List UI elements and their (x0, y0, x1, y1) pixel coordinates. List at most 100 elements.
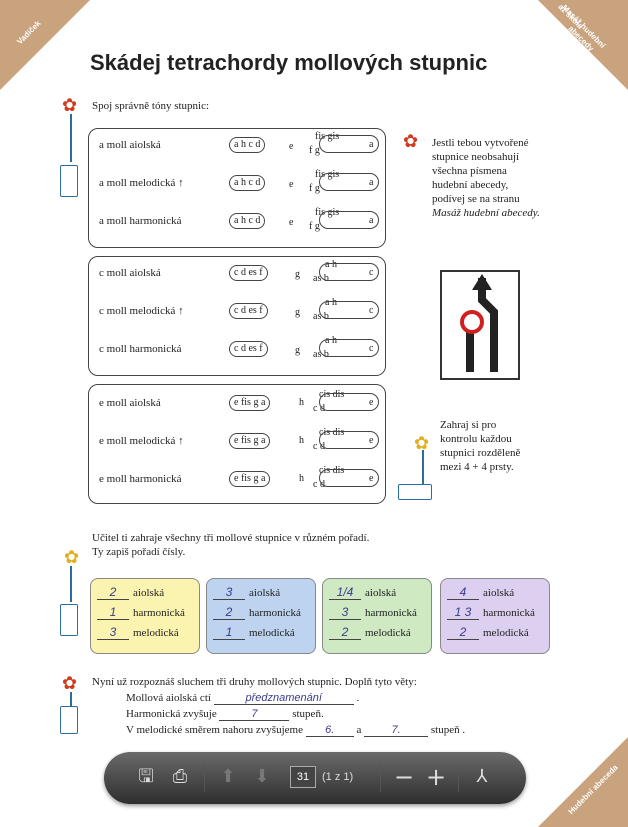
instruction-order-line1: Učitel ti zahraje všechny tři mollové st… (92, 532, 370, 544)
side-note-line: všechna písmena (432, 165, 507, 177)
order-number[interactable]: 2 (329, 625, 361, 640)
notes-pill: e fis g a (229, 433, 271, 449)
row-label: c moll aiolská (99, 267, 161, 279)
zoom-out-icon[interactable]: − (393, 763, 415, 791)
order-number[interactable]: 2 (97, 585, 129, 600)
instruction-complete: Nyní už rozpoznáš sluchem tři druhy moll… (92, 676, 417, 688)
row-label: c moll harmonická (99, 343, 182, 355)
order-number[interactable]: 4 (447, 585, 479, 600)
side-note-line: mezi 4 + 4 prsty. (440, 461, 514, 473)
toolbar-divider (204, 764, 205, 792)
flower-icon: ✿ (62, 673, 78, 693)
order-number[interactable]: 3 (213, 585, 245, 600)
row-label: a moll melodická ↑ (99, 177, 184, 189)
order-number[interactable]: 1 (213, 625, 245, 640)
order-label: harmonická (249, 607, 301, 619)
vase-icon (60, 706, 78, 734)
notes-pill: c d es f (229, 341, 268, 357)
notes-pill: c d es f (229, 265, 268, 281)
order-number[interactable]: 2 (447, 625, 479, 640)
answer-field[interactable]: 6. (305, 724, 354, 737)
sentence-2: Harmonická zvyšuje 7 stupeň. (126, 708, 324, 721)
row-label: c moll melodická ↑ (99, 305, 184, 317)
group-e-moll: e moll aiolská e moll melodická ↑ e moll… (88, 384, 386, 504)
zoom-in-icon[interactable]: + (425, 763, 447, 791)
vase-icon (60, 604, 78, 636)
connector-loop (319, 173, 379, 191)
connector-loop (319, 211, 379, 229)
note-mid: h (299, 397, 304, 408)
order-number[interactable]: 1 (97, 605, 129, 620)
order-number[interactable]: 3 (97, 625, 129, 640)
group-a-moll: a moll aiolská a moll melodická ↑ a moll… (88, 128, 386, 248)
flower-icon: ✿ (403, 131, 419, 151)
side-note-line: Zahraj si pro (440, 419, 497, 431)
print-icon[interactable]: ⎙ (172, 766, 188, 787)
stem-decoration (70, 692, 72, 706)
corner-bottom-right (538, 737, 628, 827)
row-label: e moll aiolská (99, 397, 161, 409)
save-icon[interactable]: 🖫 (138, 766, 154, 787)
note-low: f g (309, 183, 320, 194)
pdf-icon[interactable]: ⅄ (476, 766, 488, 787)
order-number[interactable]: 1 3 (447, 605, 479, 620)
notes-pill: a h c d (229, 175, 266, 191)
order-number[interactable]: 1/4 (329, 585, 361, 600)
vase-icon (60, 165, 78, 197)
note-low: c d (313, 479, 325, 490)
order-number[interactable]: 2 (213, 605, 245, 620)
connector-loop (319, 263, 379, 281)
page-count: (1 z 1) (322, 771, 354, 783)
note-mid: g (295, 269, 300, 280)
corner-top-right (538, 0, 628, 90)
note-low: f g (309, 145, 320, 156)
connector-loop (319, 339, 379, 357)
page-title: Skádej tetrachordy mollových stupnic (90, 50, 488, 75)
note-up: cis dis (319, 389, 345, 400)
vase-icon (398, 484, 432, 500)
notes-pill: a h c d (229, 213, 266, 229)
page-number-input[interactable]: 31 (290, 766, 316, 788)
order-row: 2 melodická (329, 625, 425, 645)
order-row: 2 melodická (447, 625, 543, 645)
next-page-icon[interactable]: ⬇ (254, 766, 270, 787)
sentence-3: V melodické směrem nahoru zvyšujeme 6. a… (126, 724, 466, 737)
row-label: a moll harmonická (99, 215, 182, 227)
prev-page-icon[interactable]: ⬆ (220, 766, 236, 787)
order-number[interactable]: 3 (329, 605, 361, 620)
order-label: melodická (483, 627, 529, 639)
notes-pill: e fis g a (229, 395, 271, 411)
note-up: a h (325, 259, 337, 270)
stem-decoration (70, 566, 72, 602)
connector-loop (319, 301, 379, 319)
order-label: melodická (365, 627, 411, 639)
note-mid: h (299, 435, 304, 446)
side-note-line: stupnici rozděleně (440, 447, 521, 459)
row-label: e moll harmonická (99, 473, 182, 485)
answer-field[interactable]: 7 (219, 708, 290, 721)
note-mid: e (289, 179, 294, 190)
answer-field[interactable]: předznamenání (213, 692, 354, 705)
answer-field[interactable]: 7. (364, 724, 429, 737)
group-c-moll: c moll aiolská c moll melodická ↑ c moll… (88, 256, 386, 376)
side-note-line: Masáž hudební abecedy. (432, 207, 540, 219)
order-label: aiolská (133, 587, 165, 599)
row-label: a moll aiolská (99, 139, 161, 151)
sentence-1: Mollová aiolská ctí předznamenání . (126, 692, 360, 705)
